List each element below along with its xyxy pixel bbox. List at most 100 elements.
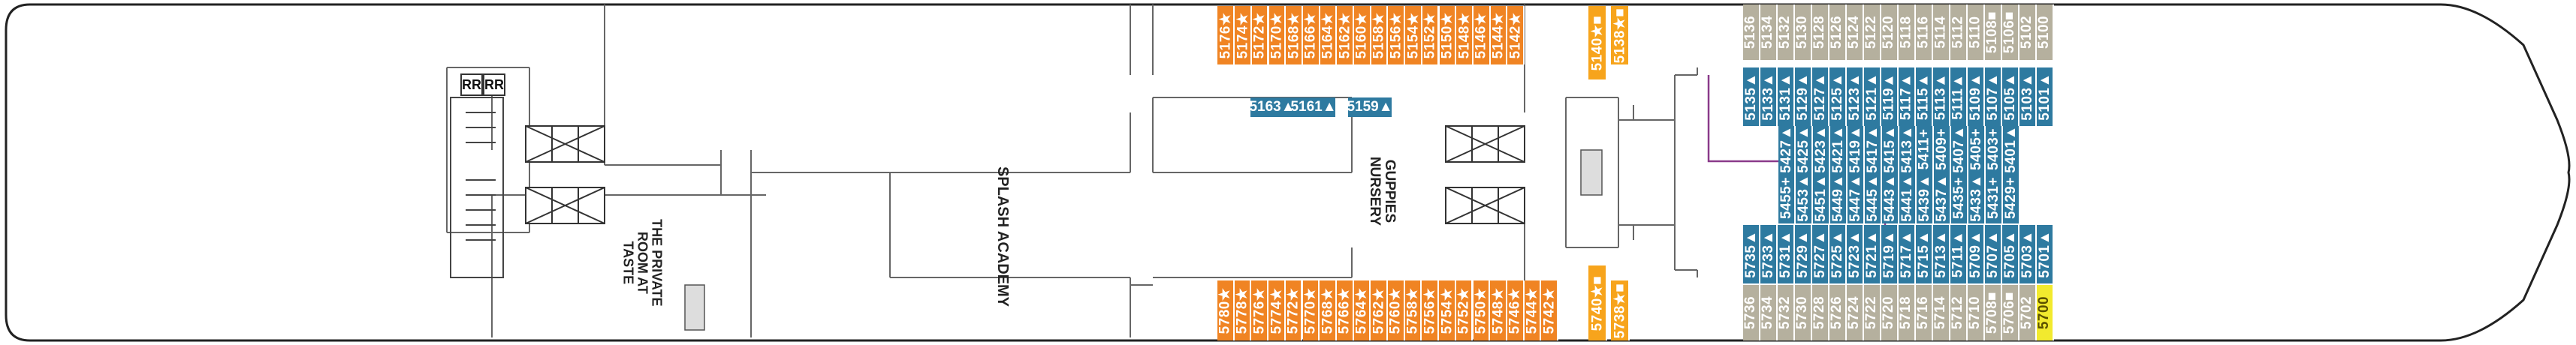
cabin[interactable]: 5441▲ [1899, 172, 1917, 224]
cabin[interactable]: 5127▲ [1812, 68, 1829, 126]
cabin[interactable]: 5417▲ [1865, 126, 1882, 172]
cabin[interactable]: 5158★ [1371, 6, 1389, 64]
cabin[interactable]: 5707▲ [1985, 225, 2002, 284]
cabin[interactable]: 5135▲ [1743, 68, 1760, 126]
cabin[interactable]: 5712 [1950, 285, 1968, 340]
cabin[interactable]: 5413▲ [1899, 126, 1917, 172]
cabin[interactable]: 5131▲ [1778, 68, 1795, 126]
cabin[interactable]: 5119▲ [1881, 68, 1899, 126]
cabin[interactable]: 5744★ [1524, 280, 1542, 340]
cabin[interactable]: 5731▲ [1778, 225, 1795, 284]
cabin[interactable]: 5735▲ [1743, 225, 1760, 284]
cabin[interactable]: 5405+ [1968, 126, 1986, 172]
cabin[interactable]: 5774★ [1268, 280, 1286, 340]
cabin[interactable]: 5729▲ [1795, 225, 1812, 284]
cabin[interactable]: 5714 [1933, 285, 1950, 340]
cabin[interactable]: 5762★ [1371, 280, 1388, 340]
cabin[interactable]: 5732 [1778, 285, 1795, 340]
cabin[interactable]: 5720 [1881, 285, 1899, 340]
cabin[interactable]: 5453▲ [1796, 172, 1813, 224]
cabin[interactable]: 5113▲ [1933, 68, 1950, 126]
cabin[interactable]: 5161▲ [1290, 98, 1337, 117]
cabin[interactable]: 5723▲ [1847, 225, 1864, 284]
cabin[interactable]: 5111▲ [1950, 68, 1968, 126]
cabin[interactable]: 5727▲ [1812, 225, 1829, 284]
cabin[interactable]: 5130 [1795, 4, 1812, 60]
cabin[interactable]: 5156★ [1388, 6, 1406, 64]
cabin[interactable]: 5125▲ [1829, 68, 1847, 126]
cabin[interactable]: 5776★ [1251, 280, 1269, 340]
cabin[interactable]: 5106■ [2002, 4, 2019, 60]
cabin[interactable]: 5439▲ [1917, 172, 1934, 224]
cabin[interactable]: 5721▲ [1864, 225, 1881, 284]
cabin[interactable]: 5708■ [1985, 285, 2002, 340]
cabin[interactable]: 5710 [1968, 285, 1985, 340]
cabin[interactable]: 5172★ [1251, 6, 1269, 64]
cabin[interactable]: 5748★ [1490, 280, 1507, 340]
cabin[interactable]: 5118 [1899, 4, 1916, 60]
cabin[interactable]: 5429+ [2003, 172, 2020, 224]
cabin[interactable]: 5107▲ [1985, 68, 2002, 126]
cabin[interactable]: 5703▲ [2019, 225, 2037, 284]
cabin[interactable]: 5423▲ [1813, 126, 1830, 172]
cabin[interactable]: 5770★ [1302, 280, 1320, 340]
cabin[interactable]: 5768★ [1320, 280, 1337, 340]
cabin[interactable]: 5105▲ [2002, 68, 2019, 126]
cabin[interactable]: 5101▲ [2037, 68, 2054, 126]
cabin[interactable]: 5760★ [1388, 280, 1405, 340]
cabin[interactable]: 5778★ [1234, 280, 1252, 340]
cabin[interactable]: 5114 [1933, 4, 1950, 60]
cabin[interactable]: 5148★ [1456, 6, 1474, 64]
cabin[interactable]: 5122 [1864, 4, 1881, 60]
cabin[interactable]: 5421▲ [1830, 126, 1848, 172]
cabin[interactable]: 5734 [1760, 285, 1778, 340]
cabin[interactable]: 5419▲ [1848, 126, 1865, 172]
cabin[interactable]: 5116 [1916, 4, 1933, 60]
cabin[interactable]: 5120 [1881, 4, 1899, 60]
cabin[interactable]: 5117▲ [1899, 68, 1916, 126]
cabin[interactable]: 5756★ [1422, 280, 1440, 340]
cabin[interactable]: 5110 [1968, 4, 1985, 60]
cabin[interactable]: 5144★ [1490, 6, 1508, 64]
cabin[interactable]: 5126 [1829, 4, 1847, 60]
cabin[interactable]: 5705▲ [2002, 225, 2019, 284]
cabin[interactable]: 5133▲ [1760, 68, 1778, 126]
cabin[interactable]: 5718 [1899, 285, 1916, 340]
cabin[interactable]: 5433▲ [1968, 172, 1986, 224]
cabin[interactable]: 5164★ [1320, 6, 1338, 64]
cabin[interactable]: 5702 [2019, 285, 2037, 340]
cabin[interactable]: 5716 [1916, 285, 1933, 340]
cabin[interactable]: 5717▲ [1899, 225, 1916, 284]
cabin[interactable]: 5103▲ [2019, 68, 2037, 126]
cabin[interactable]: 5403+ [1986, 126, 2003, 172]
cabin[interactable]: 5719▲ [1881, 225, 1899, 284]
cabin[interactable]: 5162★ [1337, 6, 1354, 64]
cabin[interactable]: 5415▲ [1882, 126, 1899, 172]
cabin[interactable]: 5437▲ [1934, 172, 1951, 224]
cabin[interactable]: 5150★ [1439, 6, 1457, 64]
cabin[interactable]: 5109▲ [1968, 68, 1985, 126]
cabin[interactable]: 5124 [1847, 4, 1864, 60]
cabin[interactable]: 5715▲ [1916, 225, 1933, 284]
cabin[interactable]: 5445▲ [1865, 172, 1882, 224]
cabin[interactable]: 5772★ [1285, 280, 1303, 340]
cabin[interactable]: 5711▲ [1950, 225, 1968, 284]
cabin[interactable]: 5451▲ [1813, 172, 1830, 224]
cabin[interactable]: 5700 [2037, 285, 2054, 340]
cabin[interactable]: 5740★■ [1588, 266, 1607, 340]
cabin[interactable]: 5142★ [1507, 6, 1525, 64]
cabin[interactable]: 5170★ [1268, 6, 1286, 64]
cabin[interactable]: 5136 [1743, 4, 1760, 60]
cabin[interactable]: 5132 [1778, 4, 1795, 60]
cabin[interactable]: 5736 [1743, 285, 1760, 340]
cabin[interactable]: 5443▲ [1882, 172, 1899, 224]
cabin[interactable]: 5159▲ [1347, 98, 1393, 117]
cabin[interactable]: 5435+ [1951, 172, 1968, 224]
cabin[interactable]: 5102 [2019, 4, 2037, 60]
cabin[interactable]: 5447▲ [1848, 172, 1865, 224]
cabin[interactable]: 5722 [1864, 285, 1881, 340]
cabin[interactable]: 5431+ [1986, 172, 2003, 224]
cabin[interactable]: 5738★■ [1611, 280, 1630, 340]
cabin[interactable]: 5152★ [1422, 6, 1440, 64]
cabin[interactable]: 5425▲ [1796, 126, 1813, 172]
